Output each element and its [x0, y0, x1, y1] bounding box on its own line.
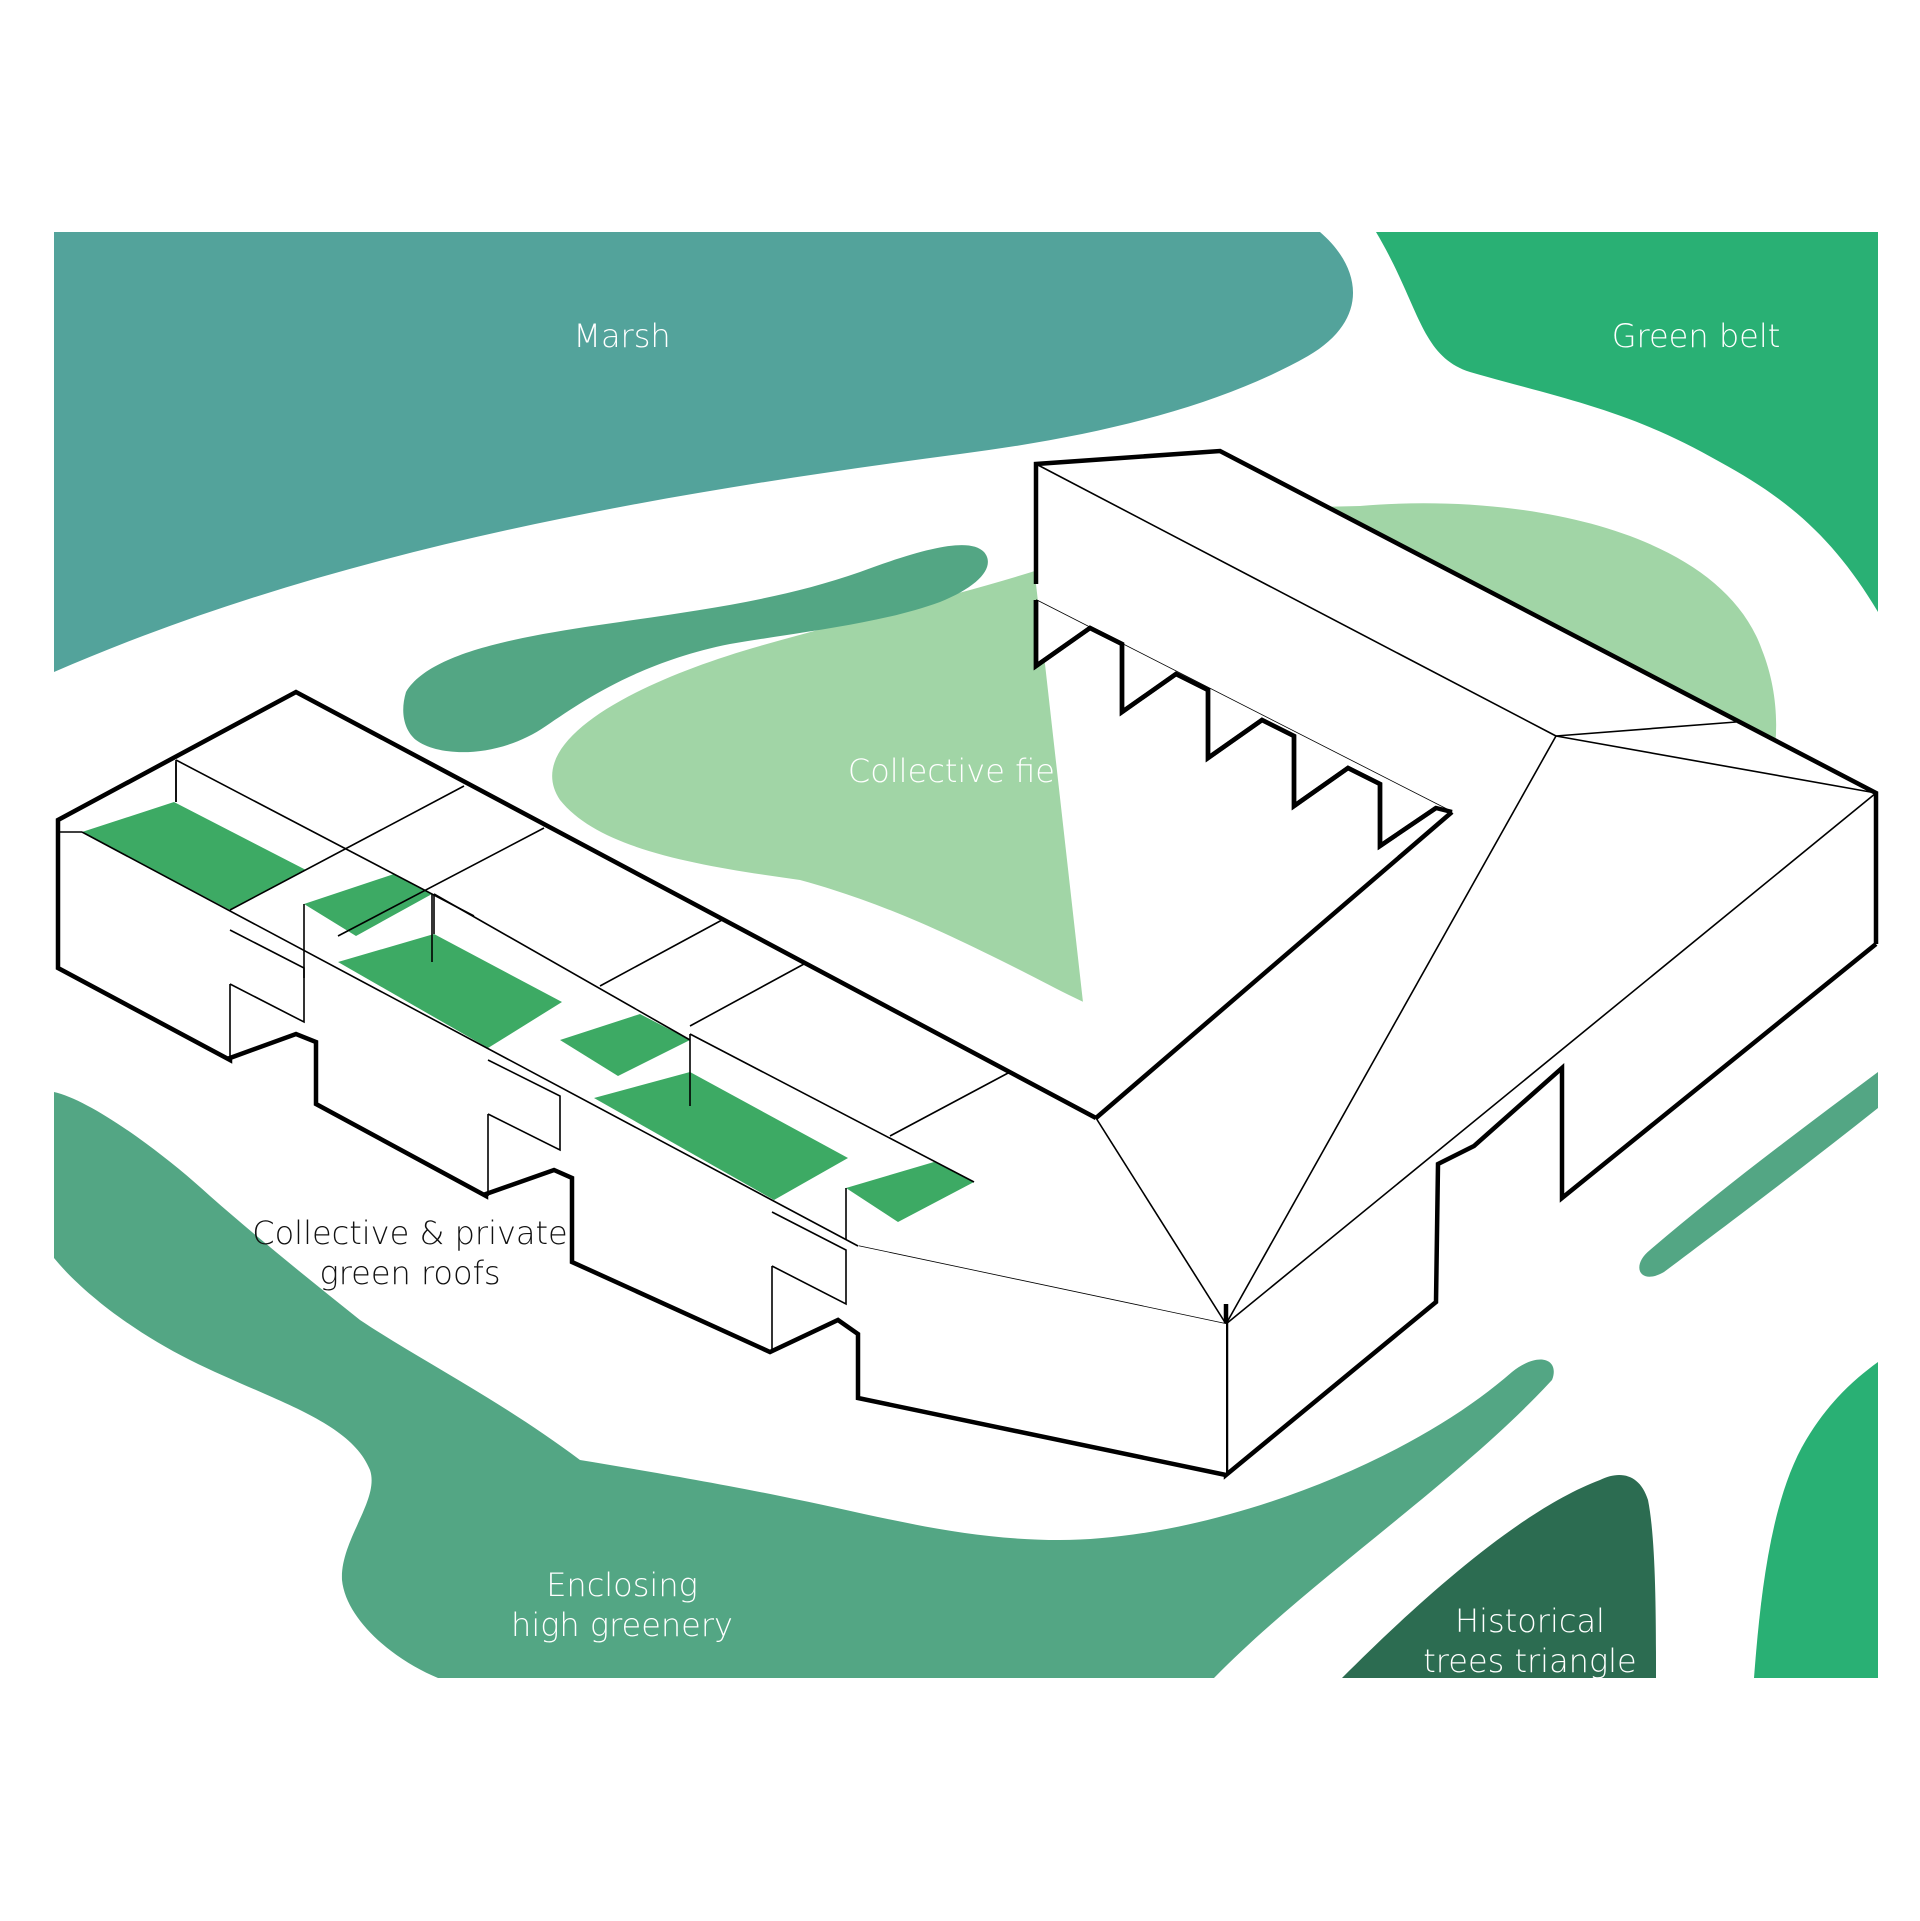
green-roof-1 — [82, 802, 306, 910]
marsh-label: Marsh — [573, 317, 670, 355]
sawtooth-facade — [1033, 599, 1453, 851]
greenery-strip-right — [1639, 1072, 1878, 1277]
marsh-zone — [54, 232, 1354, 672]
green-roofs-label-line2: green roofs — [319, 1254, 500, 1292]
green-roof-6 — [846, 1162, 974, 1222]
historical-trees-zone — [1342, 1474, 1656, 1678]
green-roof-5 — [594, 1072, 848, 1200]
historical-trees-label-line2: trees triangle — [1423, 1642, 1636, 1680]
row-houses — [55, 689, 1227, 1478]
green-roof-3 — [338, 934, 562, 1048]
green-belt-label: Green belt — [1612, 317, 1781, 355]
collective-field-label: Collective field — [848, 752, 1084, 790]
enclosing-greenery-label-line2: high greenery — [511, 1606, 733, 1644]
green-belt-zone — [1376, 232, 1878, 612]
green-belt-lower-zone — [1754, 1362, 1878, 1678]
courtyard-edge — [1094, 810, 1454, 1120]
historical-trees-label-line1: Historical — [1455, 1602, 1605, 1640]
east-building — [857, 448, 1879, 1480]
pond-zone — [403, 545, 988, 753]
green-roof-2 — [304, 874, 432, 936]
green-roofs-label-line1: Collective & private — [252, 1214, 567, 1252]
enclosing-greenery-zone — [54, 1092, 1554, 1678]
enclosing-greenery-label-line1: Enclosing — [546, 1566, 698, 1604]
green-roof-4 — [560, 1014, 690, 1076]
